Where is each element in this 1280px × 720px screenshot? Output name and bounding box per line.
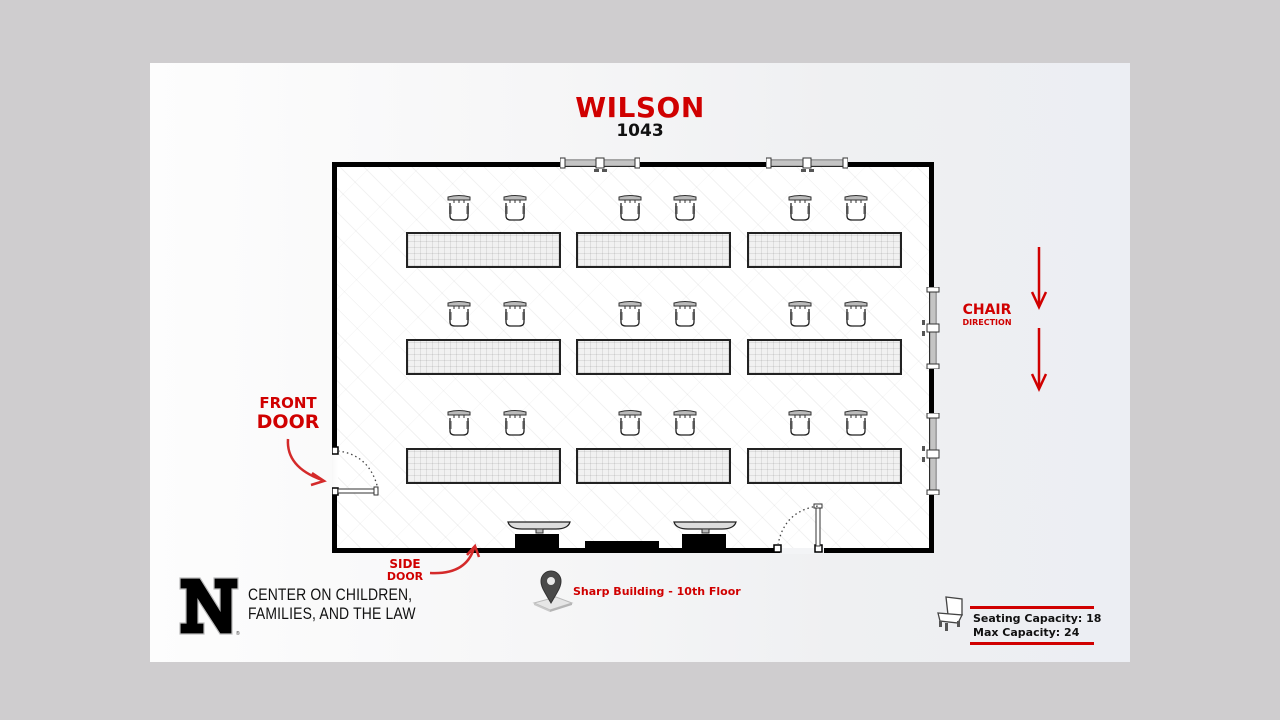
side-door-label-line2: DOOR: [386, 570, 424, 583]
chair-r1-6: [844, 194, 868, 221]
chair-r3-4: [673, 409, 697, 436]
side-door-arrow-icon: [429, 543, 481, 575]
chair-r3-2: [503, 409, 527, 436]
table-r2-c3: [747, 339, 902, 375]
table-r1-c1: [406, 232, 561, 268]
chair-r2-2: [503, 300, 527, 327]
table-r2-c1: [406, 339, 561, 375]
chair-r1-1: [447, 194, 471, 221]
side-door-opening: [780, 548, 824, 554]
front-door-label-line2: DOOR: [256, 411, 320, 433]
seating-capacity: Seating Capacity: 18: [973, 612, 1102, 625]
location-text: Sharp Building - 10th Floor: [573, 585, 741, 598]
table-r2-c2: [576, 339, 731, 375]
front-door[interactable]: [332, 443, 384, 499]
chair-icon: [937, 596, 964, 631]
capacity-top-rule: [970, 606, 1094, 609]
capacity-bottom-rule: [970, 642, 1094, 645]
window-right-1: [922, 287, 940, 369]
chair-r2-6: [844, 300, 868, 327]
instructor-desk-center: [585, 541, 659, 553]
chair-direction-arrows-icon: [1030, 247, 1048, 392]
chair-r3-1: [447, 409, 471, 436]
chair-direction-label-line2: DIRECTION: [962, 318, 1012, 327]
window-right-2: [922, 413, 940, 495]
side-door-label-line1: SIDE: [389, 557, 421, 571]
nebraska-n-logo: ®: [179, 577, 240, 636]
floor-plan-slide: WILSON 1043: [150, 63, 1130, 662]
registered-mark: ®: [236, 630, 240, 636]
table-r1-c3: [747, 232, 902, 268]
monitor-left: [507, 521, 571, 534]
chair-r2-3: [618, 300, 642, 327]
chair-r2-4: [673, 300, 697, 327]
front-door-opening: [332, 451, 338, 495]
chair-r1-4: [673, 194, 697, 221]
chair-r3-5: [788, 409, 812, 436]
chair-r1-2: [503, 194, 527, 221]
chair-r1-5: [788, 194, 812, 221]
table-r3-c1: [406, 448, 561, 484]
org-name-line1: CENTER ON CHILDREN,: [248, 585, 413, 604]
chair-r1-3: [618, 194, 642, 221]
table-r1-c2: [576, 232, 731, 268]
window-top-2: [766, 157, 848, 172]
front-door-label-line1: FRONT: [259, 394, 317, 412]
window-top-1: [560, 157, 640, 172]
table-r3-c3: [747, 448, 902, 484]
chair-r3-6: [844, 409, 868, 436]
front-door-arrow-icon: [286, 438, 327, 487]
chair-r2-5: [788, 300, 812, 327]
room-name: WILSON: [575, 91, 705, 124]
side-door[interactable]: [770, 501, 830, 557]
org-name-line2: FAMILIES, AND THE LAW: [248, 604, 416, 623]
room-number: 1043: [616, 121, 664, 141]
map-pin-icon: [532, 570, 574, 612]
instructor-desk-left: [515, 534, 559, 553]
table-r3-c2: [576, 448, 731, 484]
chair-direction-label-line1: CHAIR: [962, 302, 1012, 318]
chair-r2-1: [447, 300, 471, 327]
max-capacity: Max Capacity: 24: [973, 626, 1080, 639]
chair-r3-3: [618, 409, 642, 436]
instructor-desk-right: [682, 534, 726, 553]
monitor-right: [673, 521, 737, 534]
